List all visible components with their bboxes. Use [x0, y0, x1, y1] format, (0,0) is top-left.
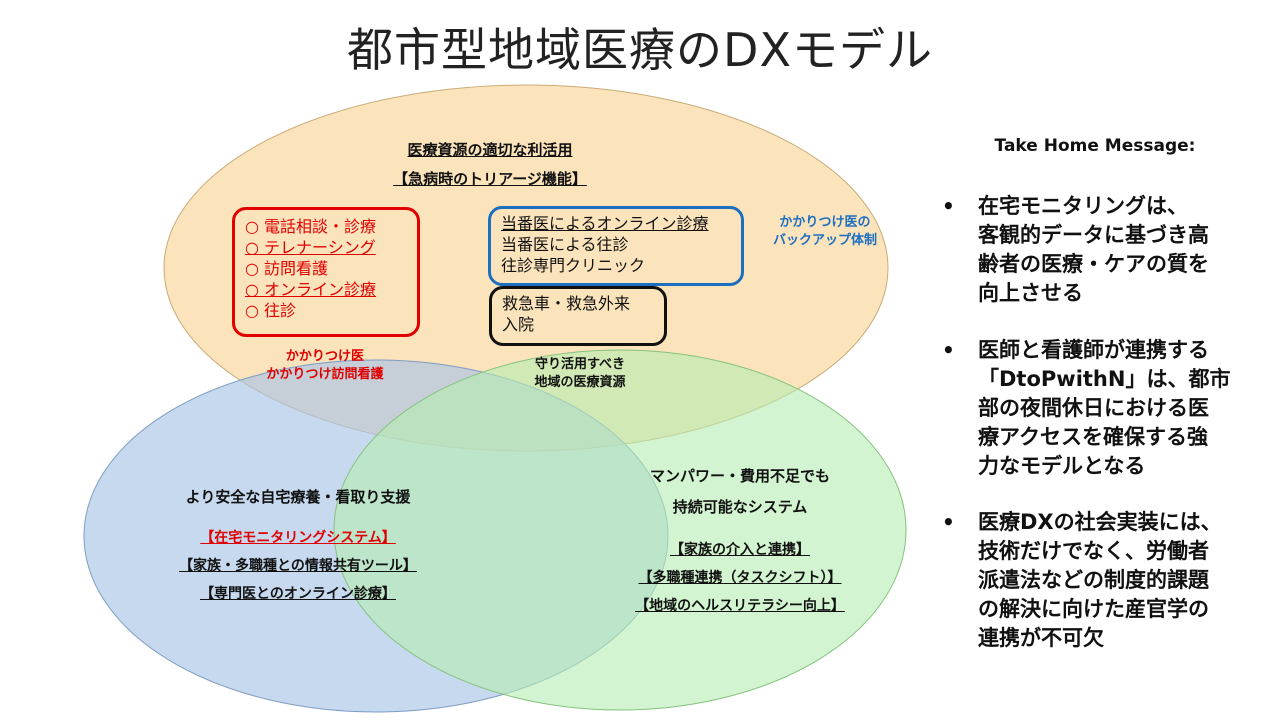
- bullet-line: 客観的データに基づき高: [978, 223, 1209, 247]
- bullet-line: 向上させる: [978, 281, 1083, 305]
- bullet-line: 医療DXの社会実装には、: [978, 510, 1222, 534]
- bullet-line: の解決に向けた産官学の: [978, 597, 1209, 621]
- black-box: 救急車・救急外来 入院: [489, 286, 667, 346]
- venn-diagram: [83, 84, 907, 713]
- red-box-item-3: ○ 訪問看護: [245, 259, 329, 278]
- blue-note-line-2: バックアップ体制: [772, 233, 877, 248]
- bullet-dot: •: [942, 194, 955, 218]
- bullet-line: 在宅モニタリングは、: [978, 194, 1188, 218]
- black-box-item-1: 救急車・救急外来: [502, 294, 631, 313]
- red-box: ○ 電話相談・診療 ○ テレナーシング ○ 訪問看護 ○ オンライン診療 ○ 往診: [232, 207, 420, 337]
- blue-box-items: 当番医によるオンライン診療当番医による往診往診専門クリニック: [501, 213, 731, 276]
- bullet-line: 齢者の医療・ケアの質を: [978, 252, 1209, 276]
- right-item-1: 【家族の介入と連携】: [670, 542, 810, 558]
- bullet-dot: •: [942, 338, 955, 362]
- page-title: 都市型地域医療のDXモデル: [347, 23, 933, 77]
- black-note-line-1: 守り活用すべき: [534, 357, 626, 372]
- blue-note: かかりつけ医の バックアップ体制: [755, 214, 895, 250]
- bullet-line: 派遣法などの制度的課題: [978, 568, 1209, 592]
- bullet-line: 部の夜間休日における医: [978, 396, 1209, 420]
- top-header-2: 【急病時のトリアージ機能】: [393, 170, 587, 188]
- red-note-line-2: かかりつけ訪問看護: [266, 367, 384, 382]
- red-box-item-4: ○ オンライン診療: [245, 280, 377, 299]
- red-box-items: ○ 電話相談・診療 ○ テレナーシング ○ 訪問看護 ○ オンライン診療 ○ 往診: [245, 216, 407, 321]
- bullet-line: 技術だけでなく、労働者: [978, 539, 1209, 563]
- left-item-2: 【家族・多職種との情報共有ツール】: [179, 558, 417, 574]
- right-circle: [333, 349, 907, 711]
- blue-box-item-3: 往診専門クリニック: [501, 256, 646, 275]
- right-items: 【家族の介入と連携】【多職種連携（タスクシフト）】【地域のヘルスリテラシー向上】: [580, 536, 900, 620]
- bullet-line: 療アクセスを確保する強: [978, 425, 1208, 449]
- take-home-title: Take Home Message:: [994, 136, 1196, 156]
- blue-box-item-2: 当番医による往診: [501, 235, 629, 254]
- bullet-text: 在宅モニタリングは、客観的データに基づき高齢者の医療・ケアの質を向上させる: [978, 192, 1246, 308]
- left-header: より安全な自宅療養・看取り支援: [185, 488, 411, 506]
- bullet-text: 医療DXの社会実装には、技術だけでなく、労働者派遣法などの制度的課題の解決に向け…: [978, 508, 1246, 653]
- right-header-1: マンパワー・費用不足でも: [649, 467, 830, 485]
- blue-note-line-1: かかりつけ医の: [779, 215, 871, 230]
- left-items: 【在宅モニタリングシステム】【家族・多職種との情報共有ツール】【専門医とのオンラ…: [140, 524, 456, 608]
- bullet-line: 連携が不可欠: [978, 626, 1104, 650]
- right-item-2: 【多職種連携（タスクシフト）】: [638, 570, 842, 586]
- blue-box-item-1: 当番医によるオンライン診療: [501, 214, 709, 233]
- black-box-item-2: 入院: [502, 315, 535, 334]
- red-note: かかりつけ医 かかりつけ訪問看護: [230, 348, 420, 384]
- red-box-item-1: ○ 電話相談・診療: [245, 217, 377, 236]
- red-note-line-1: かかりつけ医: [285, 349, 365, 364]
- right-header-2: 持続可能なシステム: [672, 498, 808, 516]
- red-box-item-2: ○ テレナーシング: [245, 238, 376, 257]
- right-item-3: 【地域のヘルスリテラシー向上】: [635, 598, 845, 614]
- bullet-line: 医師と看護師が連携する: [978, 338, 1209, 362]
- top-header-1: 医療資源の適切な利活用: [407, 141, 573, 159]
- bullet-dot: •: [942, 510, 955, 534]
- left-item-1: 【在宅モニタリングシステム】: [200, 530, 396, 546]
- red-box-item-5: ○ 往診: [245, 301, 297, 320]
- bullet-text: 医師と看護師が連携する「DtoPwithN」は、都市部の夜間休日における医療アク…: [978, 336, 1246, 481]
- bullet-line: 力なモデルとなる: [978, 454, 1146, 478]
- left-item-3: 【専門医とのオンライン診療】: [200, 586, 396, 602]
- blue-box: 当番医によるオンライン診療当番医による往診往診専門クリニック: [488, 206, 744, 286]
- black-note: 守り活用すべき 地域の医療資源: [500, 356, 660, 392]
- bullet-line: 「DtoPwithN」は、都市: [978, 367, 1231, 391]
- black-note-line-2: 地域の医療資源: [534, 375, 626, 390]
